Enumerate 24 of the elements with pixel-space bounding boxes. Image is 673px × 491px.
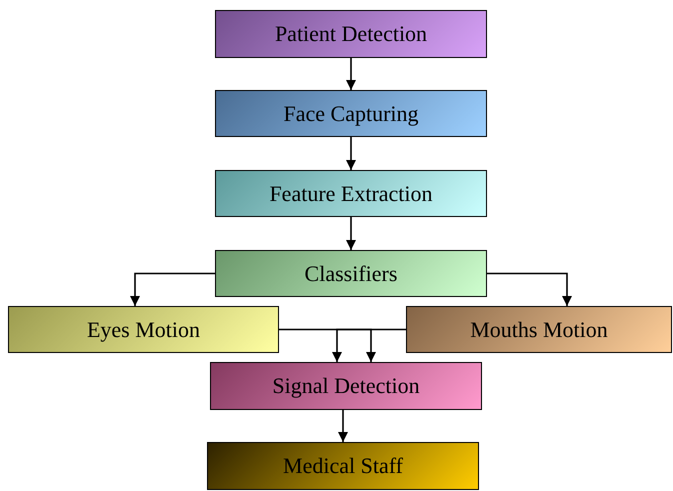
arrow [338, 410, 348, 442]
box-label: Signal Detection [272, 373, 420, 399]
arrow [346, 58, 356, 90]
box-label: Eyes Motion [86, 316, 200, 342]
box-label: Classifiers [304, 260, 398, 286]
arrow [346, 137, 356, 170]
process-box [215, 90, 487, 137]
box-label: Feature Extraction [269, 180, 433, 206]
box-label: Patient Detection [274, 21, 428, 47]
arrow [130, 272, 215, 306]
arrow [487, 272, 572, 306]
box-label: Face Capturing [283, 100, 419, 126]
process-box [215, 10, 487, 58]
process-box [207, 442, 479, 490]
process-box [215, 250, 487, 297]
arrow [332, 328, 406, 362]
process-box [215, 170, 487, 217]
process-box [8, 306, 279, 353]
process-box [210, 362, 482, 410]
arrow [279, 328, 376, 362]
arrow [346, 217, 356, 250]
process-box [406, 306, 672, 353]
box-label: Medical Staff [283, 453, 403, 479]
box-label: Mouths Motion [470, 316, 608, 342]
